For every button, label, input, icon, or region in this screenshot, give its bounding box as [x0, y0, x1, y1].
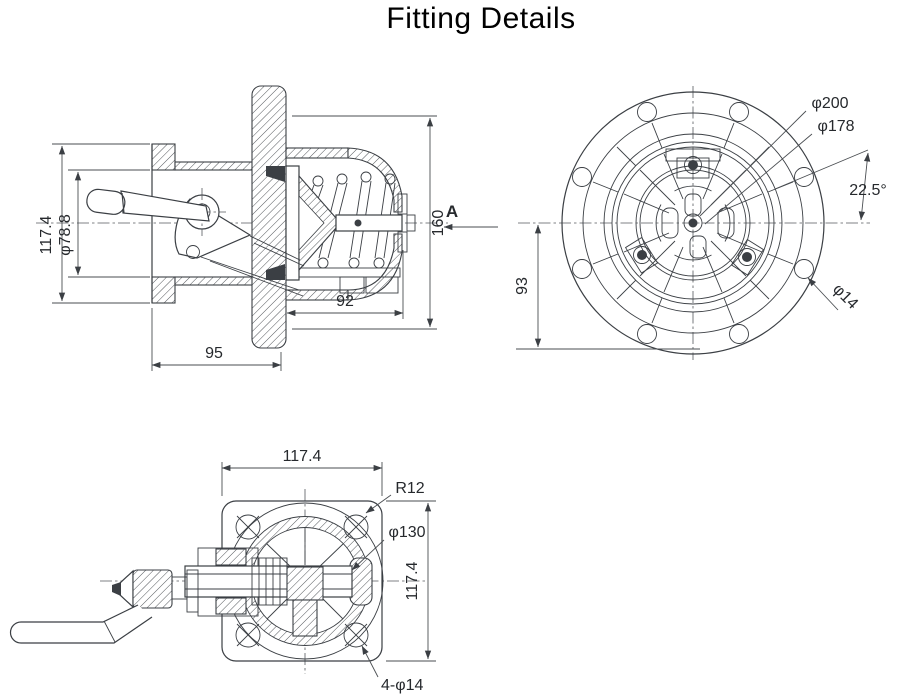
- dim-overall-height: 117.4: [38, 215, 55, 254]
- front-view: φ200 φ178 22.5° 93 φ14: [514, 86, 887, 360]
- outer-ribs: [592, 122, 794, 324]
- dim-outer-diameter: φ200: [811, 95, 848, 112]
- dim-body-length: 92: [336, 293, 354, 310]
- shaft-assembly: [9, 547, 373, 644]
- mounting-flange: [251, 85, 287, 349]
- dim-body-height: 160: [430, 210, 447, 237]
- bolt-holes: [572, 102, 814, 344]
- valve-poppet: [285, 165, 403, 281]
- knurled-knob: [132, 569, 173, 609]
- clamp-brackets: [624, 148, 765, 276]
- dim-corner-radius: R12: [395, 480, 424, 497]
- valve-stem: [335, 214, 403, 232]
- dim-bolt-circle: φ178: [817, 118, 854, 135]
- dim-bolt-hole: φ14: [829, 281, 861, 313]
- seal-upper: [266, 166, 285, 182]
- center-hub: [286, 566, 324, 601]
- plan-view: 117.4 117.4 R12 φ130 4-φ14: [9, 448, 436, 694]
- corner-bolt-holes: [235, 514, 369, 648]
- stem-pin: [354, 219, 362, 227]
- stem-below: [292, 599, 318, 637]
- page-title: Fitting Details: [386, 2, 575, 35]
- dim-flange-length: 95: [205, 345, 223, 362]
- tip-point: [112, 582, 121, 596]
- view-direction-label: A: [446, 202, 458, 221]
- front-view-dimensions: φ200 φ178 22.5° 93 φ14: [514, 95, 887, 350]
- side-view-dimensions: 117.4 φ78.8 160 92 95 A: [38, 115, 498, 371]
- dim-bore-diameter: φ78.8: [57, 214, 74, 256]
- seal-lower: [266, 264, 285, 280]
- bent-handle-bar: [9, 604, 153, 644]
- knob-tip: [119, 569, 134, 609]
- spring-housing: [285, 147, 416, 301]
- inlet-flange: [151, 143, 259, 304]
- side-section-view: 117.4 φ78.8 160 92 95 A: [36, 85, 498, 371]
- dim-bolt-angle: 22.5°: [849, 182, 887, 199]
- dim-plan-width: 117.4: [283, 448, 322, 465]
- plan-view-dimensions: 117.4 117.4 R12 φ130 4-φ14: [221, 448, 436, 694]
- dim-center-height: 93: [514, 277, 531, 295]
- dim-plan-height: 117.4: [404, 561, 421, 600]
- dim-circle-diameter: φ130: [388, 524, 425, 541]
- handle-lever: [86, 188, 210, 222]
- dim-bolt-holes: 4-φ14: [381, 677, 424, 694]
